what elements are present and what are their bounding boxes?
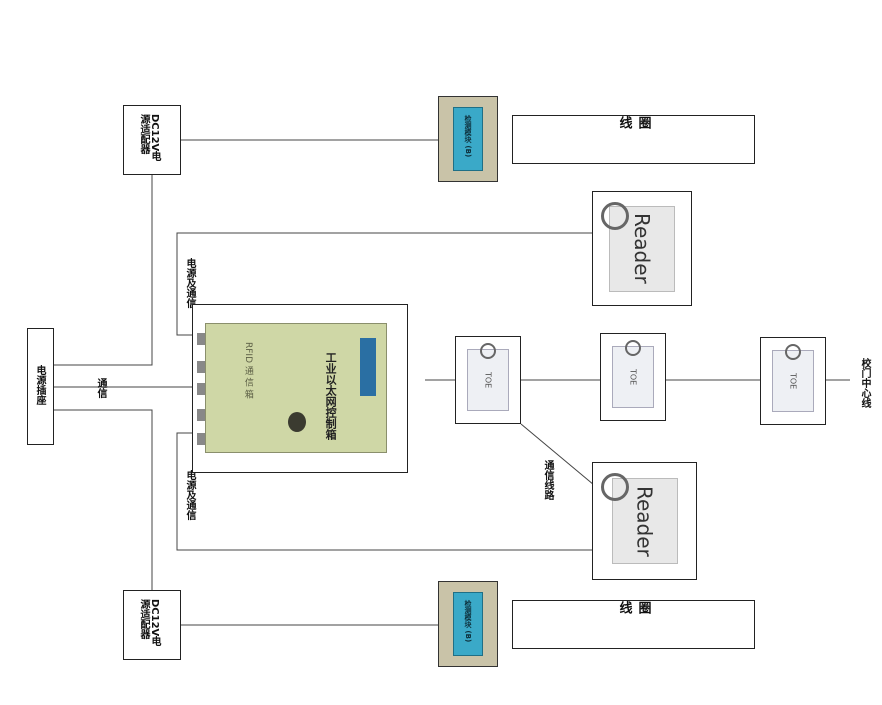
- reader-top: Reader: [592, 191, 692, 306]
- tag-label: TOE: [788, 372, 798, 390]
- power-comm-label-top: 电源及通信: [184, 258, 195, 308]
- connector: [197, 361, 205, 373]
- detection-module-bottom: 检测模块 (B): [438, 581, 498, 667]
- rfid-tag-2: TOE: [600, 333, 666, 421]
- reader-bottom: Reader: [592, 462, 697, 580]
- lock-icon: [288, 412, 306, 432]
- reader-label: Reader: [630, 213, 654, 284]
- detection-module-top: 检测模块 (B): [438, 96, 498, 182]
- connector: [197, 433, 205, 445]
- key-icon: [625, 340, 641, 356]
- power-socket: 电源插座: [27, 328, 54, 445]
- reader-label: Reader: [632, 485, 657, 557]
- rfid-tag-3: TOE: [760, 337, 826, 425]
- tag-card: TOE: [467, 349, 509, 411]
- tag-label: TOE: [483, 371, 493, 389]
- rfid-tag-1: TOE: [455, 336, 521, 424]
- module-panel: [453, 592, 483, 656]
- connector: [197, 333, 205, 345]
- power-comm-label-bottom: 电源及通信: [184, 470, 195, 520]
- psu-top: DC12V电源适配器: [123, 105, 181, 175]
- tag-card: TOE: [772, 350, 814, 412]
- tag-card: TOE: [612, 346, 654, 408]
- psu-bottom-label: DC12V电源适配器: [138, 599, 160, 647]
- controller-title: 工业以太网控制箱: [324, 352, 338, 440]
- key-icon: [480, 343, 496, 359]
- controller-box: 工业以太网控制箱 RFID 通 信 箱: [205, 323, 387, 453]
- coil-label: 圈 线: [616, 601, 651, 624]
- connector: [197, 409, 205, 421]
- module-label: 检测模块 (B): [464, 115, 472, 158]
- comm-label: 通信: [95, 378, 106, 398]
- controller-brand: RFID 通 信 箱: [242, 342, 253, 399]
- psu-bottom: DC12V电源适配器: [123, 590, 181, 660]
- connector: [197, 383, 205, 395]
- coil-bottom: 圈 线: [512, 600, 755, 649]
- controller-frame: 工业以太网控制箱 RFID 通 信 箱: [192, 304, 408, 473]
- key-icon: [601, 202, 629, 230]
- module-panel: [453, 107, 483, 171]
- comm-line-label: 通信线路: [542, 460, 553, 500]
- center-line-label: 校门中心线: [859, 358, 870, 408]
- controller-logo: [360, 338, 376, 396]
- socket-label: 电源插座: [34, 365, 45, 405]
- key-icon: [601, 473, 629, 501]
- key-icon: [785, 344, 801, 360]
- module-label: 检测模块 (B): [464, 600, 472, 643]
- reader-body: Reader: [609, 205, 675, 292]
- coil-label: 圈 线: [616, 116, 651, 139]
- coil-top: 圈 线: [512, 115, 755, 164]
- tag-label: TOE: [628, 368, 638, 386]
- psu-top-label: DC12V电源适配器: [138, 114, 160, 162]
